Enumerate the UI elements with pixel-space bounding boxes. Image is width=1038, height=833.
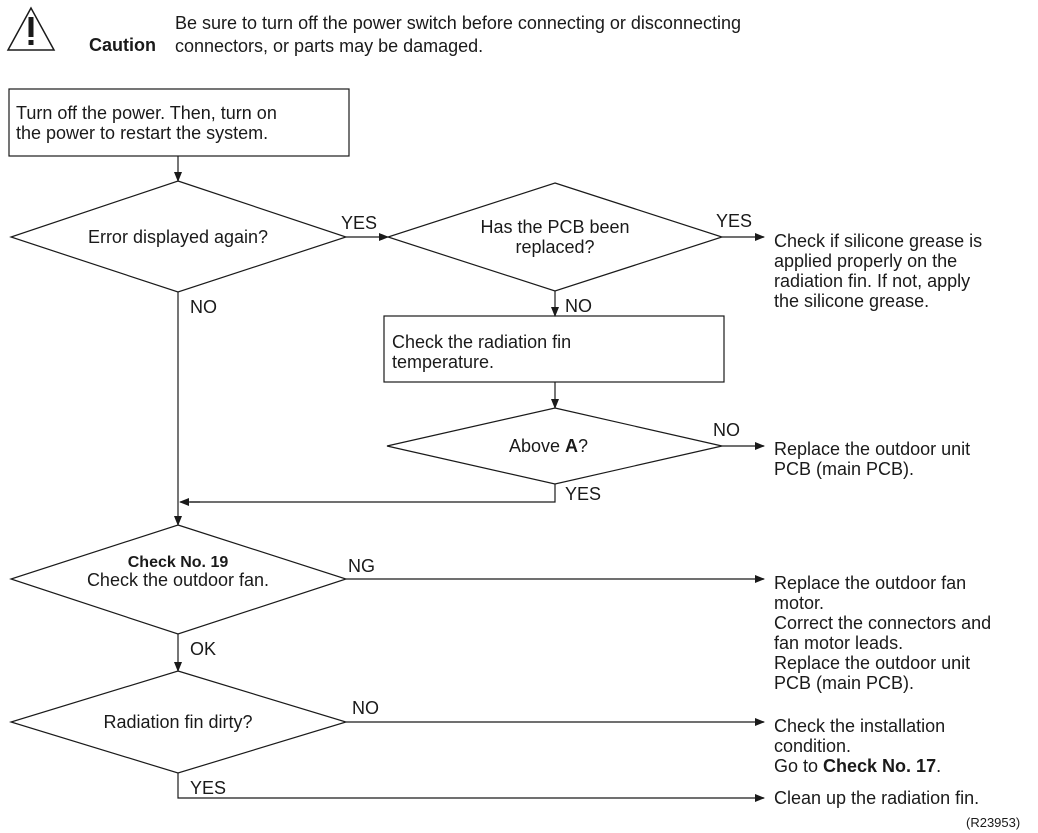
above-a-prefix: Above — [509, 436, 566, 456]
caution-icon-bar — [28, 17, 34, 37]
yes-label-4: YES — [190, 778, 227, 798]
install-goto-prefix: Go to — [774, 756, 824, 776]
check-temp-box — [383, 315, 725, 383]
caution-icon-dot — [28, 40, 34, 45]
check-temp-text: Check the radiation fin temperature. — [392, 332, 572, 372]
no-label-2: NO — [565, 296, 592, 316]
restart-text: Turn off the power. Then, turn on the po… — [16, 103, 277, 143]
yes-label-2: YES — [716, 211, 753, 231]
check19-title: Check No. 19 — [127, 554, 229, 571]
above-a-suffix: ? — [578, 436, 589, 456]
above-a-bold: A — [565, 436, 579, 456]
yes-label-3: YES — [565, 484, 602, 504]
fan-fix-result: Replace the outdoor fan motor. Correct t… — [774, 573, 992, 693]
caution-icon — [6, 6, 56, 51]
clean-result: Clean up the radiation fin. — [774, 788, 980, 808]
no-label-1: NO — [190, 297, 217, 317]
check19-text: Check the outdoor fan. — [86, 570, 270, 590]
silicone-result: Check if silicone grease is applied prop… — [774, 231, 983, 311]
install-result: Check the installation condition. — [774, 716, 946, 756]
pcb-replaced-text: Has the PCB been replaced? — [480, 217, 630, 257]
replace-pcb-result: Replace the outdoor unit PCB (main PCB). — [774, 439, 971, 479]
above-a-text: Above A? — [509, 436, 588, 456]
no-label-3: NO — [713, 420, 740, 440]
no-label-4: NO — [352, 698, 379, 718]
figure-ref: (R23953) — [966, 815, 1021, 830]
ng-label: NG — [348, 556, 375, 576]
caution-text: Be sure to turn off the power switch bef… — [175, 13, 741, 56]
install-goto: Go to Check No. 17. — [774, 756, 941, 776]
caution-label: Caution — [89, 35, 156, 55]
ok-label: OK — [190, 639, 217, 659]
fin-dirty-text: Radiation fin dirty? — [103, 712, 253, 732]
restart-box — [8, 88, 350, 157]
error-again-text: Error displayed again? — [87, 227, 269, 247]
install-goto-suffix: . — [936, 756, 942, 776]
install-goto-bold: Check No. 17 — [823, 756, 937, 776]
yes-label-1: YES — [341, 213, 378, 233]
